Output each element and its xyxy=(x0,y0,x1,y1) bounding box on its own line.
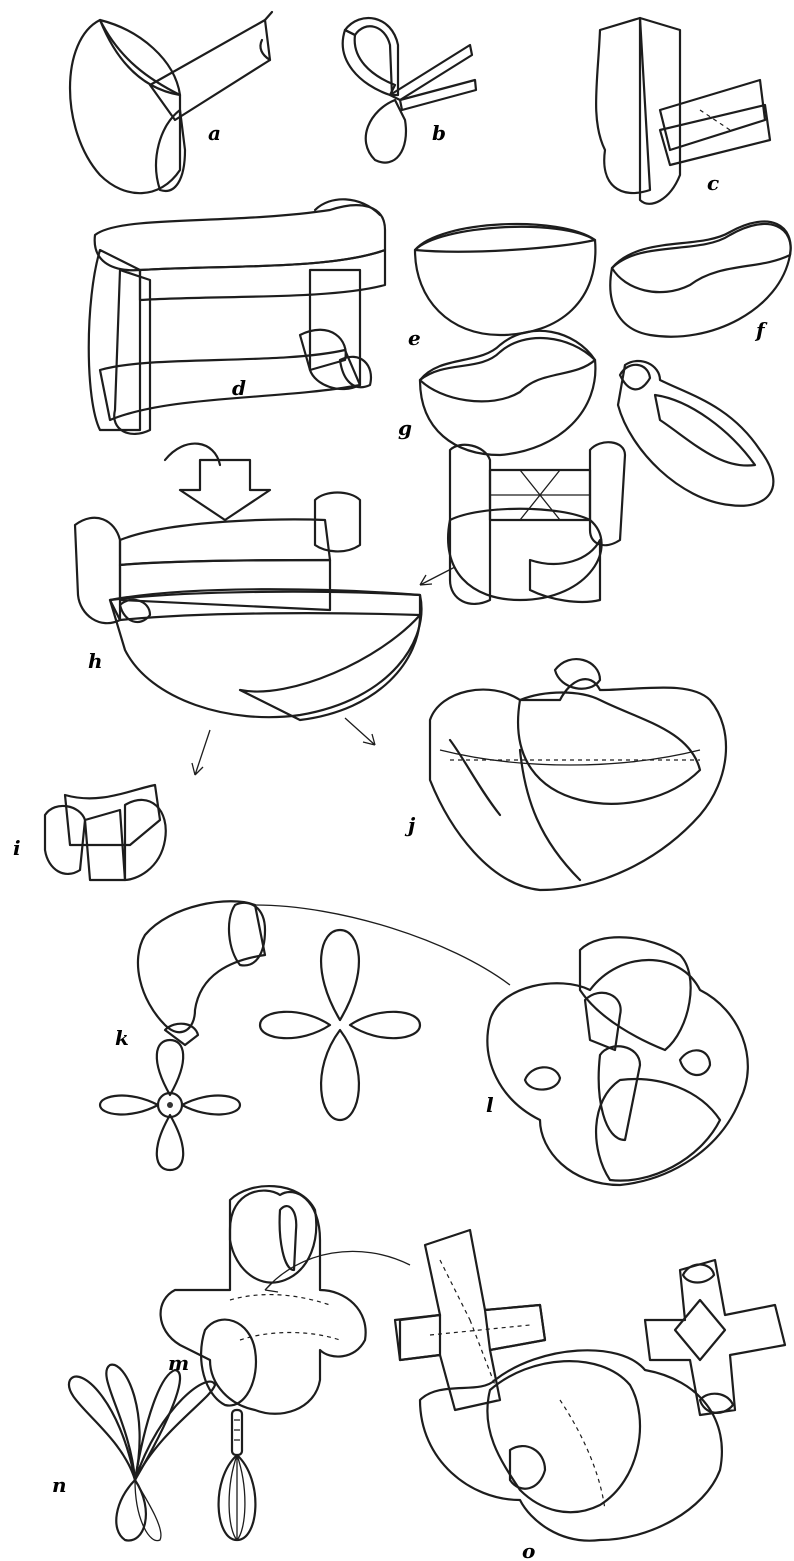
label-j: j xyxy=(404,813,416,837)
figure-m-cross-open xyxy=(645,1260,785,1415)
figure-k-clover-large xyxy=(260,930,420,1120)
label-k: k xyxy=(115,1026,129,1050)
label-o: o xyxy=(522,1539,535,1561)
curved-arrow-icon xyxy=(165,444,270,520)
label-h: h xyxy=(88,649,103,673)
label-a: a xyxy=(208,121,221,145)
label-m: m xyxy=(168,1351,189,1375)
figure-a xyxy=(70,12,272,193)
figure-l xyxy=(487,937,747,1185)
figure-k-clover-small xyxy=(100,1040,240,1170)
label-e: e xyxy=(408,326,421,350)
whisk-icon xyxy=(219,1410,256,1540)
label-i: i xyxy=(13,836,21,860)
figure-b xyxy=(343,18,476,163)
label-c: c xyxy=(707,171,719,195)
figure-n xyxy=(69,1365,215,1541)
figure-j xyxy=(430,659,726,890)
flow-arrow-icon xyxy=(192,567,455,775)
figure-g xyxy=(420,331,595,455)
label-d: d xyxy=(232,376,246,400)
figure-e xyxy=(415,224,595,335)
figure-g-inset xyxy=(448,442,625,604)
figure-m-cross xyxy=(395,1230,545,1410)
figure-i xyxy=(45,785,166,880)
figure-c xyxy=(596,18,770,204)
figure-h xyxy=(75,493,422,721)
label-b: b xyxy=(432,121,446,145)
label-f: f xyxy=(754,318,768,342)
label-n: n xyxy=(52,1473,67,1497)
label-l: l xyxy=(486,1093,494,1117)
figure-m xyxy=(161,1186,410,1414)
label-g: g xyxy=(398,416,412,440)
figure-g-variant xyxy=(618,361,773,506)
figure-k xyxy=(138,901,510,1045)
figure-o xyxy=(420,1350,722,1540)
